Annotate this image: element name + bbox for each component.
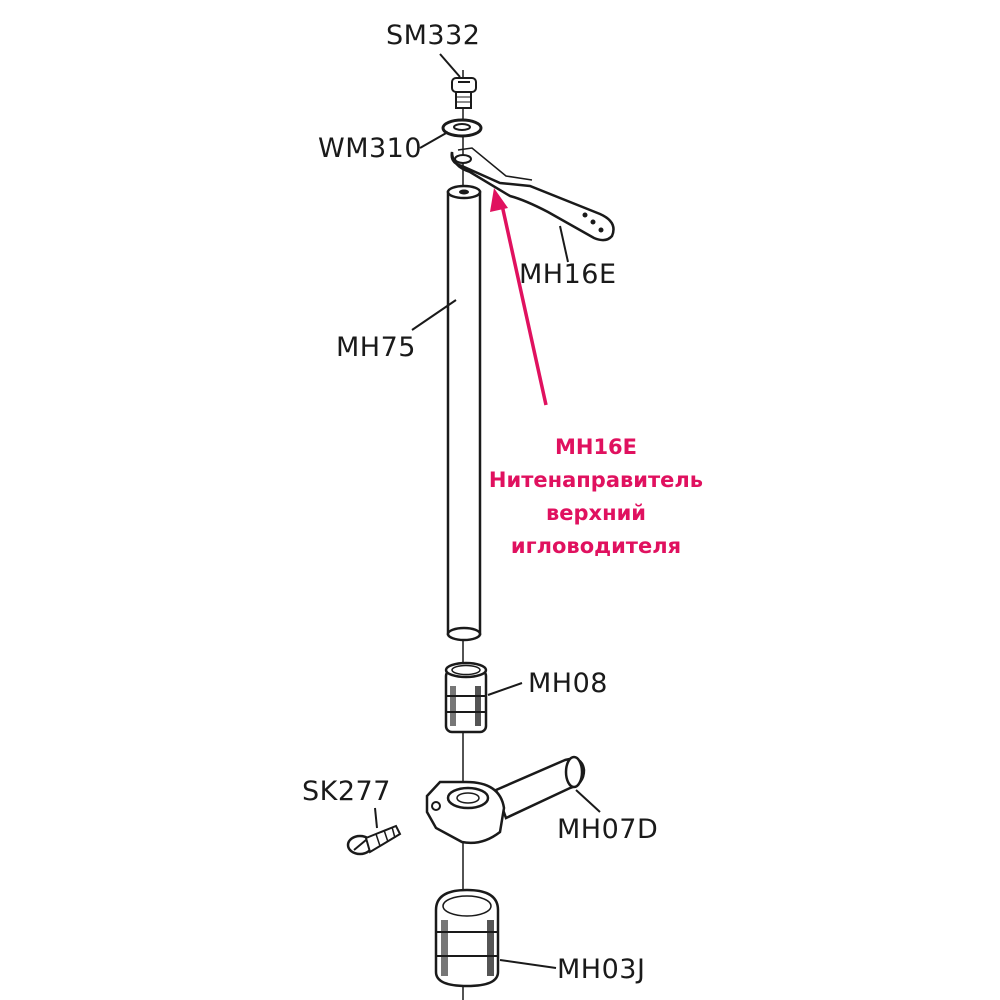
washer-wm310: [441, 118, 483, 138]
thread-guide-mh16e: [450, 147, 615, 242]
clamp-mh07d: [425, 755, 586, 845]
bushing-mh08: [444, 661, 488, 734]
label-wm310: WM310: [318, 133, 422, 164]
callout-arrow: [490, 188, 548, 406]
leader-mh03j: [499, 959, 557, 969]
leader-mh08: [487, 682, 523, 696]
leader-sk277: [374, 807, 378, 829]
label-sm332: SM332: [386, 20, 480, 51]
leader-mh16e: [559, 225, 569, 263]
label-mh08: MH08: [528, 668, 608, 699]
leader-mh75: [411, 299, 457, 331]
leader-wm310: [419, 131, 449, 149]
label-mh07d: MH07D: [557, 814, 658, 845]
label-sk277: SK277: [302, 776, 391, 807]
callout-line-3: игловодителя: [511, 534, 681, 558]
callout-code: MH16E: [555, 435, 637, 459]
needle-bar-mh75: [446, 184, 482, 642]
callout-line-2: верхний: [546, 501, 646, 525]
bushing-mh03j: [434, 888, 500, 988]
screw-sm332: [451, 77, 477, 109]
label-mh16e: MH16E: [519, 259, 617, 290]
label-mh03j: MH03J: [557, 954, 645, 985]
label-mh75: MH75: [336, 332, 416, 363]
callout-line-1: Нитенаправитель: [489, 468, 703, 492]
leader-sm332: [439, 53, 461, 78]
screw-sk277: [346, 824, 402, 856]
leader-mh07d: [575, 789, 601, 813]
